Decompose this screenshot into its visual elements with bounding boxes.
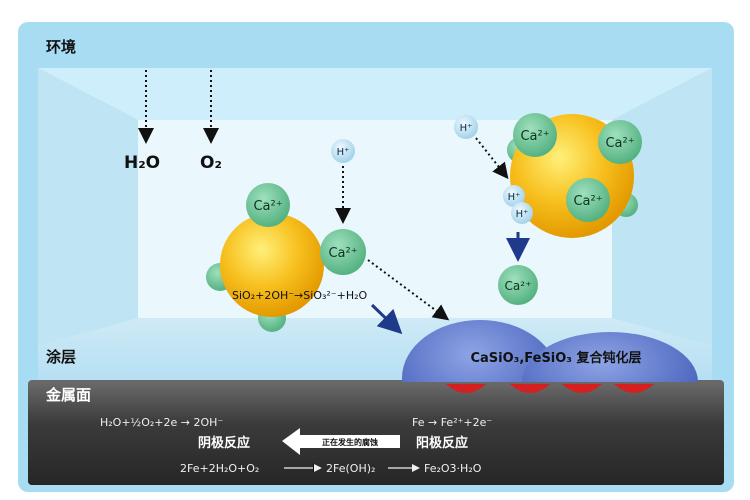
navy-arrow-left bbox=[370, 303, 403, 335]
h-ion-right-top-label: H⁺ bbox=[460, 123, 473, 134]
h-ion-left bbox=[331, 139, 355, 163]
room-ceiling bbox=[38, 68, 712, 120]
passivation-layer-label: CaSiO₃,FeSiO₃ 复合钝化层 bbox=[470, 350, 641, 366]
ca-ion-right-2 bbox=[598, 120, 642, 164]
etch-pit-2 bbox=[510, 384, 550, 393]
ca-ion-right-1-label: Ca²⁺ bbox=[520, 129, 549, 144]
h2o-label: H₂O bbox=[124, 153, 160, 173]
h-ion-right-2-label: H⁺ bbox=[516, 209, 529, 220]
coating-label: 涂层 bbox=[46, 348, 76, 366]
overall-arrowhead-2 bbox=[412, 464, 420, 472]
corrosion-label: 正在发生的腐蚀 bbox=[322, 437, 378, 447]
ca-ion-right-3-label: Ca²⁺ bbox=[573, 194, 602, 209]
overall-equation-reactants: 2Fe+2H₂O+O₂ bbox=[180, 462, 259, 475]
metal-surface-front bbox=[28, 382, 724, 485]
overall-equation-product: Fe₂O3·H₂O bbox=[424, 462, 482, 475]
anodic-equation: Fe → Fe²⁺+2e⁻ bbox=[412, 416, 492, 429]
ca-ion-right-1 bbox=[513, 113, 557, 157]
ca-ion-left-top-label: Ca²⁺ bbox=[253, 199, 282, 214]
etch-pit-1 bbox=[446, 384, 486, 393]
environment-label: 环境 bbox=[46, 38, 76, 56]
room-left-wall bbox=[38, 68, 138, 345]
ca-ion-right-2-label: Ca²⁺ bbox=[605, 136, 634, 151]
ca-ion-left-right-label: Ca²⁺ bbox=[328, 246, 357, 261]
corrosion-arrow bbox=[282, 428, 400, 455]
cathodic-label: 阴极反应 bbox=[198, 435, 250, 451]
etch-pit-3 bbox=[562, 384, 602, 393]
cathodic-equation: H₂O+½O₂+2e → 2OH⁻ bbox=[100, 416, 223, 429]
anodic-label: 阳极反应 bbox=[416, 435, 468, 451]
ca-to-layer-arrow bbox=[367, 259, 450, 321]
h-ion-right-top bbox=[454, 115, 478, 139]
overall-arrowhead-1 bbox=[314, 464, 322, 472]
silica-reaction-equation: SiO₂+2OH⁻→SiO₃²⁻+H₂O bbox=[232, 289, 367, 302]
h-ion-right-1 bbox=[503, 185, 525, 207]
o2-label: O₂ bbox=[200, 153, 222, 173]
overall-equation-intermediate: 2Fe(OH)₂ bbox=[326, 462, 375, 475]
etch-pit-4 bbox=[614, 384, 654, 393]
metal-label-front: 金属面 bbox=[45, 386, 91, 404]
left-silica-particle bbox=[220, 213, 324, 317]
h-ion-right-2 bbox=[511, 202, 533, 224]
ca-ion-right-3 bbox=[566, 178, 610, 222]
h-ion-left-label: H⁺ bbox=[337, 147, 350, 158]
ca-ion-left-right bbox=[320, 229, 366, 275]
h-ion-right-arrow bbox=[475, 137, 509, 180]
h-ion-right-1-label: H⁺ bbox=[508, 192, 521, 203]
ca-ion-released bbox=[498, 265, 538, 305]
ca-ion-left-top bbox=[246, 183, 290, 227]
ca-ion-released-label: Ca²⁺ bbox=[505, 279, 532, 293]
